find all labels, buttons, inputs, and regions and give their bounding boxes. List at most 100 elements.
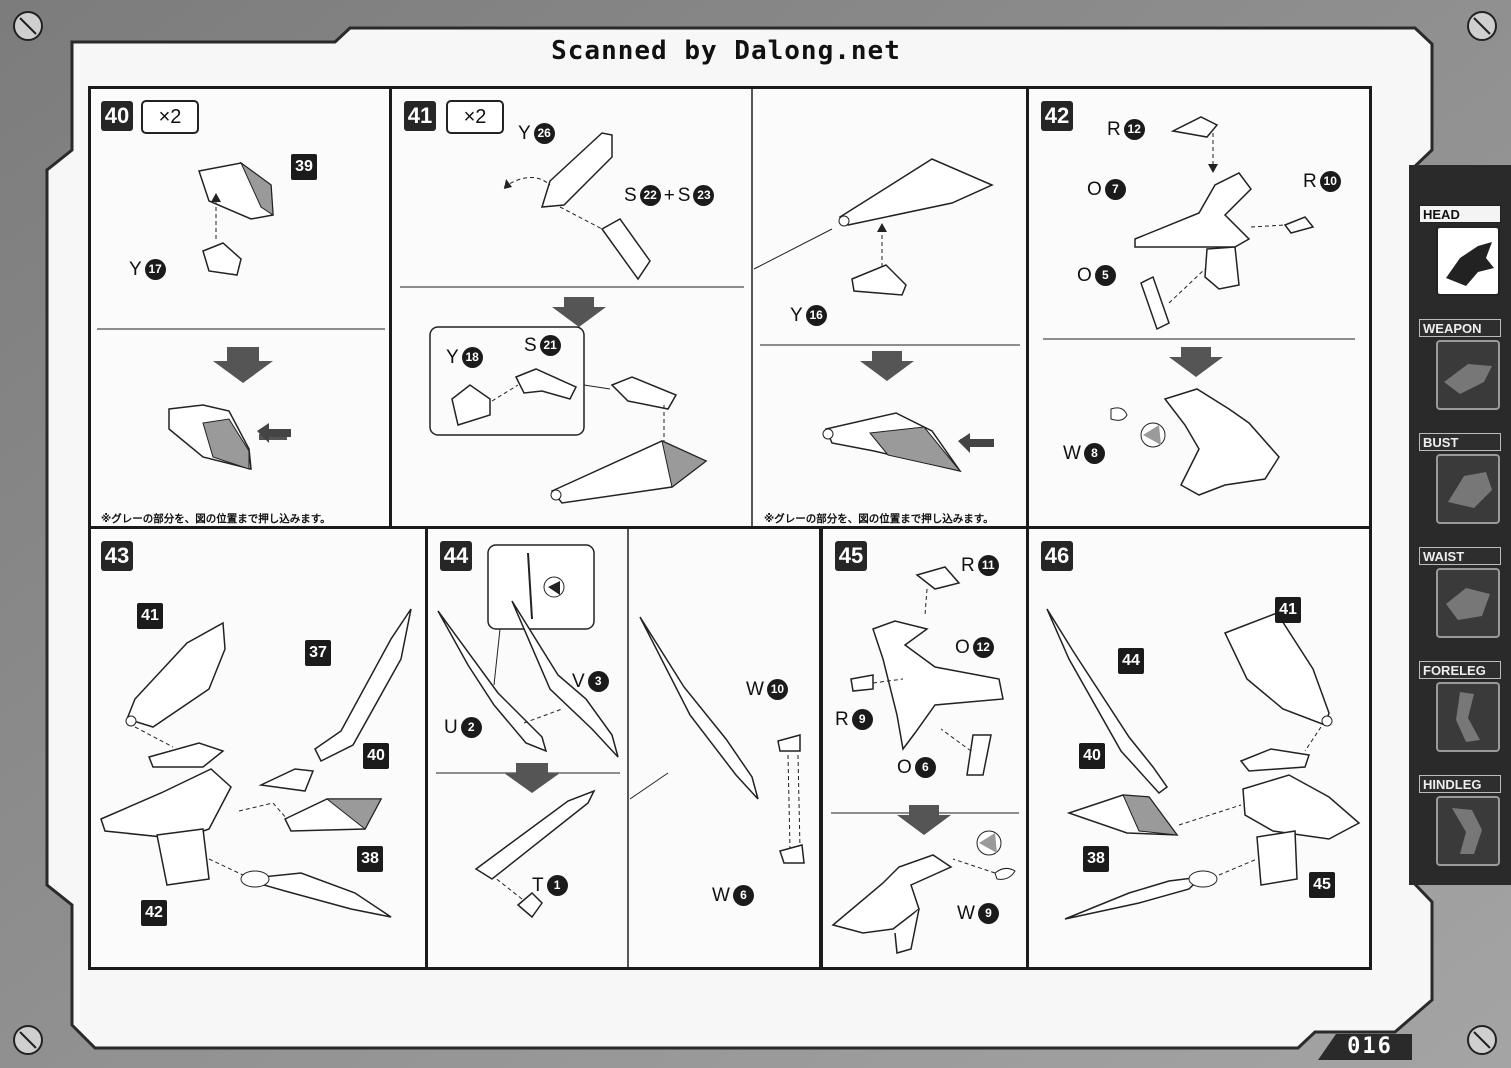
tab-hindleg: HINDLEG [1419, 775, 1501, 793]
bust-section-icon [1436, 454, 1500, 524]
part-letter: O [955, 637, 970, 658]
step-46-number: 46 [1041, 541, 1073, 571]
part-number: 18 [461, 347, 483, 368]
part-letter: W [957, 903, 975, 924]
part-letter: Y [790, 305, 803, 326]
ref-part-44: 44 [1118, 648, 1144, 674]
part-number: 8 [1083, 443, 1105, 464]
tab-waist: WAIST [1419, 547, 1501, 565]
part-label-w6: W 6 [712, 885, 754, 906]
part-label-y26: Y 26 [518, 123, 555, 144]
part-label-w8: W 8 [1063, 443, 1105, 464]
waist-section-icon [1436, 568, 1500, 638]
part-number: 23 [693, 185, 715, 206]
part-label-w10: W 10 [746, 679, 788, 700]
part-number: 10 [766, 679, 788, 700]
ref-part-38: 38 [357, 846, 383, 872]
step-44-diagram [436, 529, 805, 967]
part-label-w9: W 9 [957, 903, 999, 924]
hindleg-icon [1452, 808, 1482, 854]
step-44-number: 44 [440, 541, 472, 571]
weapon-icon [1444, 364, 1492, 394]
part-number: 3 [587, 671, 609, 692]
step-45-diagram [831, 566, 1019, 954]
part-label-t1: T 1 [532, 875, 568, 896]
dragon-head-icon [1446, 242, 1494, 286]
part-letter: W [1063, 443, 1081, 464]
step-43-panel: 43 41 37 40 38 42 [91, 529, 425, 967]
part-letter: R [961, 555, 975, 576]
part-label-y16: Y 16 [790, 305, 827, 326]
part-letter: W [712, 885, 730, 906]
part-letter: R [835, 709, 849, 730]
gray-part-note: ※グレーの部分を、図の位置まで押し込みます。 [764, 513, 994, 525]
part-number: 1 [546, 875, 568, 896]
head-section-icon [1436, 226, 1500, 296]
part-letter: O [897, 757, 912, 778]
part-number: 5 [1094, 265, 1116, 286]
step-40-diagram [97, 161, 385, 470]
part-label-r11: R 11 [961, 555, 999, 576]
part-letter: U [444, 717, 458, 738]
step-41-multiplier: ×2 [446, 100, 504, 134]
hindleg-section-icon [1436, 796, 1500, 866]
part-letter: Y [518, 123, 531, 144]
part-label-o12: O 12 [955, 637, 994, 658]
step-40-number: 40 [101, 101, 133, 131]
step-45-number: 45 [835, 541, 867, 571]
step-43-diagram [100, 608, 412, 918]
part-label-o6: O 6 [897, 757, 936, 778]
waist-icon [1446, 588, 1490, 620]
tab-bust: BUST [1419, 433, 1501, 451]
gray-part-note: ※グレーの部分を、図の位置まで押し込みます。 [101, 513, 331, 525]
ref-part-45: 45 [1309, 872, 1335, 898]
step-41-panel: 41 ×2 Y 26 S 22 + S 23 Y 18 S 21 Y 16 ※グ… [392, 89, 1026, 526]
ref-part-41: 41 [137, 603, 163, 629]
part-letter: T [532, 875, 544, 896]
ref-part-40: 40 [1079, 743, 1105, 769]
bust-icon [1448, 472, 1492, 508]
part-number: 17 [144, 259, 166, 280]
tab-weapon: WEAPON [1419, 319, 1501, 337]
part-number: 26 [533, 123, 555, 144]
part-letter: Y [446, 347, 459, 368]
part-label-v3: V 3 [572, 671, 609, 692]
step-42-panel: 42 R 12 O 7 R 10 O 5 W 8 [1029, 89, 1369, 526]
step-44-panel: 44 U 2 V 3 T 1 W 10 W 6 [428, 529, 819, 967]
part-letter: W [746, 679, 764, 700]
part-letter: S [524, 335, 537, 356]
step-40-panel: 40 ×2 39 Y 17 ※グレーの部分を、図の位置まで押し込みます。 [91, 89, 389, 526]
foreleg-section-icon [1436, 682, 1500, 752]
tab-head: HEAD [1419, 205, 1501, 223]
page-number: 016 [1347, 1034, 1393, 1059]
step-42-number: 42 [1041, 101, 1073, 131]
ref-part-40: 40 [363, 743, 389, 769]
part-label-r10: R 10 [1303, 171, 1341, 192]
part-letter: R [1107, 119, 1121, 140]
step-43-number: 43 [101, 541, 133, 571]
part-label-u2: U 2 [444, 717, 482, 738]
step-41-number: 41 [404, 101, 436, 131]
ref-part-42: 42 [141, 900, 167, 926]
part-letter: S [624, 185, 637, 206]
scan-credit: Scanned by Dalong.net [551, 36, 901, 66]
part-number: 6 [732, 885, 754, 906]
part-letter: V [572, 671, 585, 692]
step-42-diagram [1043, 116, 1355, 496]
step-45-panel: 45 R 11 O 12 R 9 O 6 W 9 [823, 529, 1026, 967]
part-label-r9: R 9 [835, 709, 873, 730]
part-number: 22 [639, 185, 661, 206]
part-number: 12 [972, 637, 994, 658]
part-label-s21: S 21 [524, 335, 561, 356]
ref-part-37: 37 [305, 640, 331, 666]
step-40-multiplier: ×2 [141, 100, 199, 134]
part-number: 11 [977, 555, 999, 576]
part-label-y17: Y 17 [129, 259, 166, 280]
part-number: 6 [914, 757, 936, 778]
ref-part-39: 39 [291, 154, 317, 180]
part-number: 12 [1123, 119, 1145, 140]
part-number: 2 [460, 717, 482, 738]
ref-part-41: 41 [1275, 597, 1301, 623]
part-label-y18: Y 18 [446, 347, 483, 368]
